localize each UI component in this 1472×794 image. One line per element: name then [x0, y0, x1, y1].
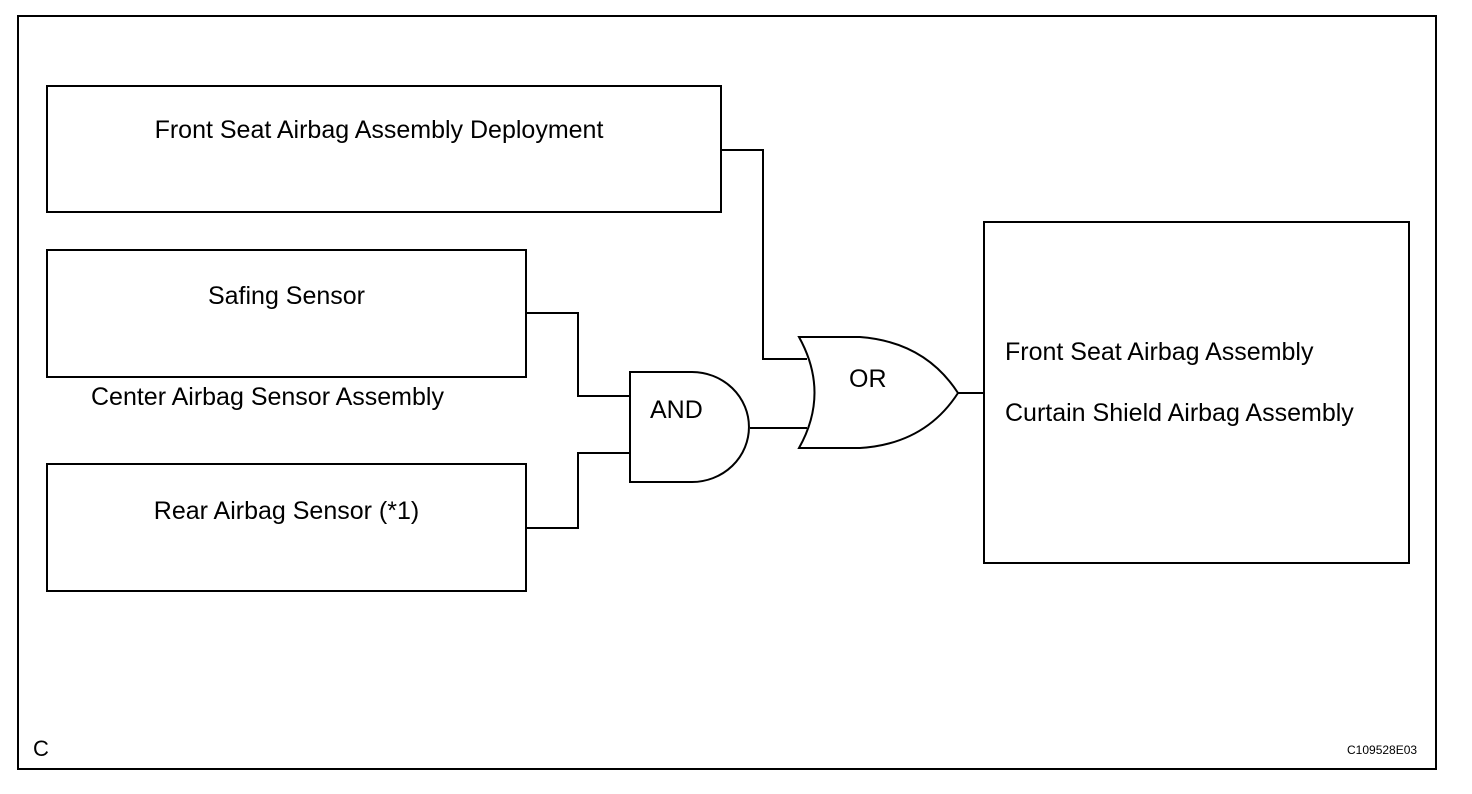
rear-airbag-sensor-label: Rear Airbag Sensor (*1) — [153, 497, 420, 525]
corner-letter-label: C — [33, 736, 49, 761]
and-gate-label: AND — [650, 396, 703, 424]
output-airbag-box: Front Seat Airbag Assembly Curtain Shiel… — [983, 221, 1410, 564]
rear-airbag-sensor-box: Rear Airbag Sensor (*1) — [46, 463, 527, 592]
safing-sensor-label: Safing Sensor — [207, 282, 366, 310]
front-seat-deployment-label: Front Seat Airbag Assembly Deployment — [154, 116, 604, 144]
figure-code-label: C109528E03 — [1347, 743, 1418, 757]
diagram-frame — [17, 15, 1437, 770]
front-seat-deployment-box: Front Seat Airbag Assembly Deployment — [46, 85, 722, 213]
output-curtain-shield-label: Curtain Shield Airbag Assembly — [1005, 399, 1354, 427]
or-gate-label: OR — [849, 365, 887, 393]
output-front-seat-label: Front Seat Airbag Assembly — [1005, 338, 1314, 366]
center-airbag-sensor-label: Center Airbag Sensor Assembly — [91, 383, 444, 411]
safing-sensor-box: Safing Sensor — [46, 249, 527, 378]
